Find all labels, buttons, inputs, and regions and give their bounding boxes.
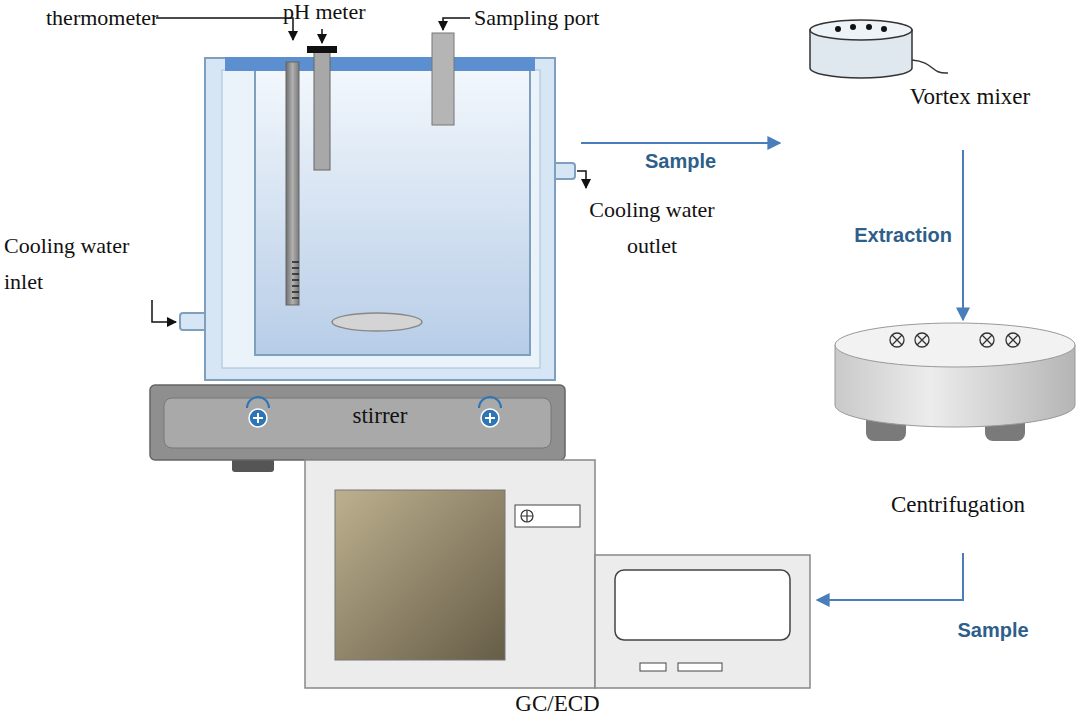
part-label: pH meter [283,0,373,30]
vortex-mixer-illustration [810,20,948,78]
part-label: Sampling port [474,0,624,36]
centrifuge: Centrifugation [830,320,1080,525]
caption-text: Centrifugation [891,492,1025,518]
flow-arrow [962,150,964,320]
flow-arrow [817,553,963,600]
edge-label: Sample [954,618,1031,642]
caption-text: Vortex mixer [910,84,1030,110]
part-label: thermometer [46,0,156,36]
part-label: Cooling water outlet [582,192,722,264]
part-label: Cooling water inlet [4,228,154,300]
leader-lines [152,18,586,322]
flow-arrow [581,142,780,144]
centrifuge-illustration [835,323,1075,441]
gc-ecd: GC/ECD [300,455,815,718]
edge-label: Sample [642,149,719,173]
reactor-illustration [150,33,575,472]
vortex-mixer: Vortex mixer [780,10,1080,150]
stirrer-base: stirrer [150,40,575,480]
caption-text: stirrer [353,403,408,429]
gc-ecd-illustration [305,460,810,688]
caption-text: GC/ECD [515,691,599,717]
edge-label: Extraction [851,223,955,247]
